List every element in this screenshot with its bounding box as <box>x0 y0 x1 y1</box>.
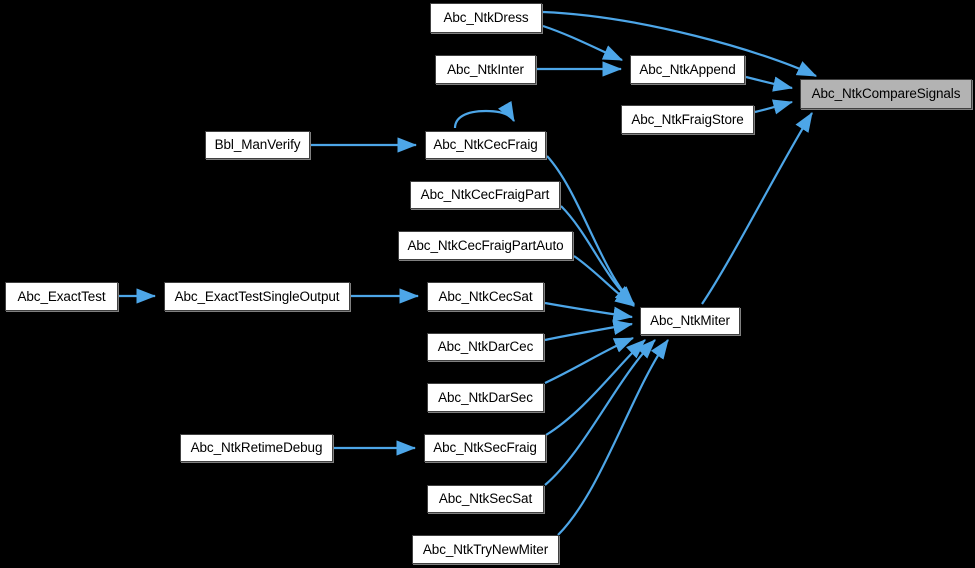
graph-edge-abc_ntkdress-to-abc_ntkappend <box>542 24 624 62</box>
graph-node-abc_ntkinter[interactable]: Abc_NtkInter <box>435 55 536 84</box>
graph-node-label: Abc_NtkMiter <box>650 313 730 329</box>
graph-node-label: Abc_NtkCompareSignals <box>811 86 961 102</box>
graph-edge-abc_ntkappend-to-abc_ntkcomparesignals <box>745 75 794 92</box>
graph-node-label: Abc_NtkAppend <box>639 61 736 77</box>
graph-node-bbl_manverify[interactable]: Bbl_ManVerify <box>205 131 310 159</box>
graph-node-abc_ntkdarcec[interactable]: Abc_NtkDarCec <box>427 333 544 361</box>
graph-node-label: Abc_NtkRetimeDebug <box>190 440 323 456</box>
graph-node-label: Abc_ExactTest <box>17 288 106 304</box>
graph-node-label: Abc_NtkInter <box>447 61 524 77</box>
graph-edge-abc_ntkdarcec-to-abc_ntkmiter <box>544 319 634 342</box>
graph-edge-abc_ntkmiter-to-abc_ntkcomparesignals <box>701 112 813 305</box>
graph-node-abc_ntkretimedebug[interactable]: Abc_NtkRetimeDebug <box>180 434 333 462</box>
graph-node-abc_ntksecsat[interactable]: Abc_NtkSecSat <box>427 485 544 513</box>
graph-edge-abc_ntkcecfraigpartauto-to-abc_ntkmiter <box>573 255 635 307</box>
graph-node-abc_ntkdarsec[interactable]: Abc_NtkDarSec <box>427 383 544 412</box>
graph-node-label: Abc_NtkSecFraig <box>433 440 537 456</box>
graph-node-abc_ntktrynewmiter[interactable]: Abc_NtkTryNewMiter <box>412 535 559 564</box>
graph-edge-abc_ntkcecfraig-to-abc_ntkcecfraig <box>453 100 515 129</box>
graph-node-abc_ntkappend[interactable]: Abc_NtkAppend <box>630 55 745 84</box>
graph-node-label: Abc_NtkDarCec <box>437 339 534 355</box>
graph-node-label: Abc_ExactTestSingleOutput <box>174 288 340 304</box>
graph-node-label: Abc_NtkCecFraig <box>433 137 538 153</box>
graph-node-label: Abc_NtkCecFraigPartAuto <box>407 237 564 253</box>
graph-node-abc_ntkmiter[interactable]: Abc_NtkMiter <box>640 307 740 335</box>
graph-node-label: Bbl_ManVerify <box>214 137 301 153</box>
graph-node-abc_ntkcomparesignals[interactable]: Abc_NtkCompareSignals <box>800 79 972 109</box>
graph-node-abc_exacttest[interactable]: Abc_ExactTest <box>5 282 118 311</box>
graph-edge-abc_ntksecfraig-to-abc_ntkmiter <box>545 339 646 436</box>
graph-node-abc_ntkcecsat[interactable]: Abc_NtkCecSat <box>427 282 544 311</box>
graph-node-label: Abc_NtkCecSat <box>438 288 533 304</box>
graph-node-label: Abc_NtkDarSec <box>438 389 533 405</box>
graph-edge-abc_ntkfraigstore-to-abc_ntkcomparesignals <box>754 99 794 115</box>
graph-edge-abc_ntksecsat-to-abc_ntkmiter <box>544 339 656 486</box>
graph-edge-abc_ntktrynewmiter-to-abc_ntkmiter <box>557 339 669 536</box>
graph-edge-abc_ntkcecsat-to-abc_ntkmiter <box>544 301 634 322</box>
graph-node-label: Abc_NtkDress <box>443 10 529 26</box>
graph-node-label: Abc_NtkTryNewMiter <box>422 541 549 557</box>
graph-edge-abc_ntkdarsec-to-abc_ntkmiter <box>544 336 635 384</box>
graph-node-abc_ntkfraigstore[interactable]: Abc_NtkFraigStore <box>621 105 754 134</box>
graph-node-label: Abc_NtkFraigStore <box>631 111 744 127</box>
graph-node-abc_ntkdress[interactable]: Abc_NtkDress <box>430 3 542 33</box>
graph-node-abc_ntkcecfraig[interactable]: Abc_NtkCecFraig <box>425 131 546 159</box>
graph-node-label: Abc_NtkSecSat <box>438 491 533 507</box>
graph-node-abc_ntkcecfraigpart[interactable]: Abc_NtkCecFraigPart <box>410 181 560 209</box>
graph-node-abc_ntkcecfraigpartauto[interactable]: Abc_NtkCecFraigPartAuto <box>398 231 573 260</box>
graph-node-label: Abc_NtkCecFraigPart <box>420 187 550 203</box>
graph-node-abc_exacttestsingleoutput[interactable]: Abc_ExactTestSingleOutput <box>164 282 350 311</box>
graph-node-abc_ntksecfraig[interactable]: Abc_NtkSecFraig <box>424 434 546 462</box>
